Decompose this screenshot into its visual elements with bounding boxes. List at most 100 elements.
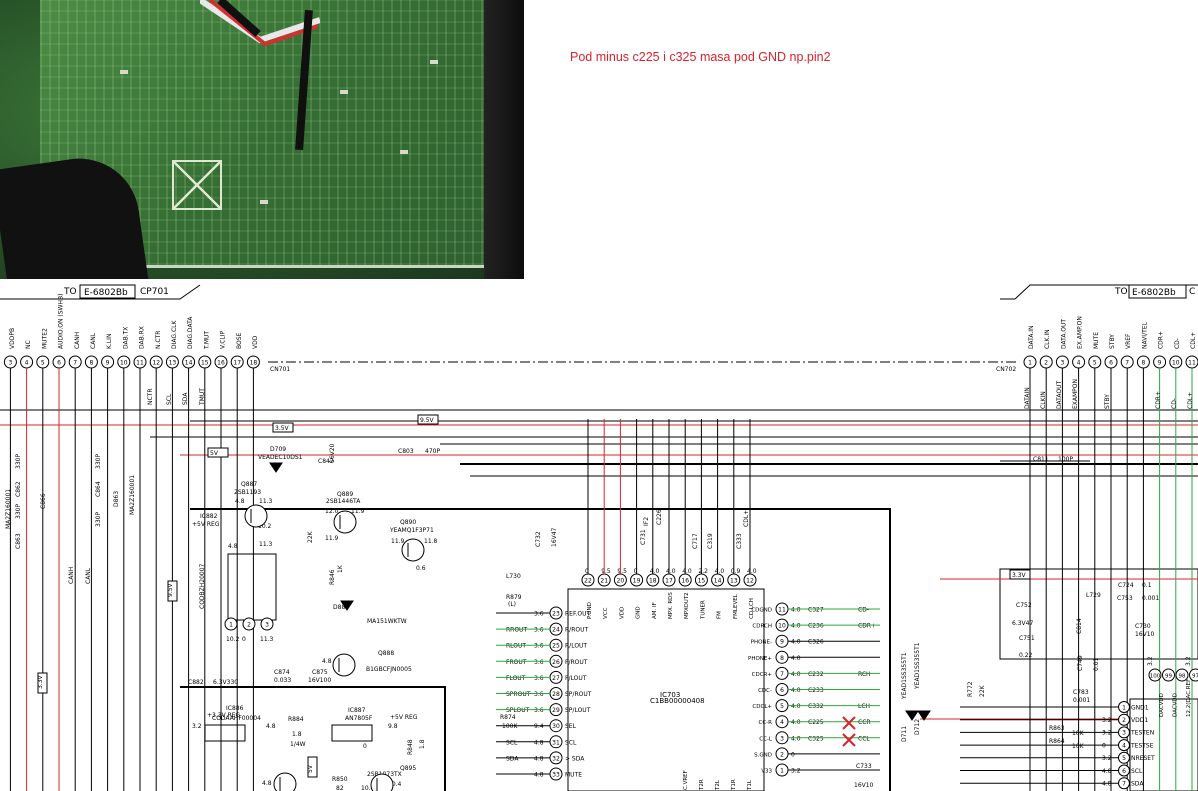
dac-pin-name: TESTSE [1130,742,1154,749]
ic-pin-name: MUTE [565,772,582,779]
part-label: IC703 [660,691,680,699]
dac-pin-voltage: 4.8 [1102,768,1112,775]
ic-bottom-label: T2L [715,779,721,791]
transistor-symbol [370,773,394,791]
part-label: B1GBCFJN0005 [366,666,412,673]
part-label: 11.9 [351,508,365,515]
pcb-photo [0,0,524,279]
part-label: D711 [901,726,908,742]
ic-pin-signal: CD- [858,607,869,614]
part-label: C753 [1117,595,1133,602]
part-label: 16V100 [308,677,331,684]
ic-pin-voltage: 4.0 [791,623,801,630]
ic-pin-voltage: 4.0 [791,703,801,710]
ic-pin-number: 8 [780,655,784,662]
dac-pin [1118,764,1130,777]
ic-pin-name: FMLEVEL [733,593,739,619]
dac-pin-number: 5 [1122,755,1126,762]
part-label: 16V10 [854,782,874,789]
wire-bundle [200,0,320,47]
part-label: 22K [979,684,986,697]
left-side-part: 330P [95,512,102,527]
connector-pin-label: NAVI/TEL [1141,321,1148,349]
connector-pin-label: AUDIO.ON (SWHB) [58,294,65,349]
part-label: Q895 [400,765,416,772]
ic-bottom-label: T1R [731,779,737,791]
part-label: C732 [535,531,542,547]
smd-part [260,200,268,204]
part-label: IF2 [643,517,650,526]
ic-pin-voltage: 9.4 [534,723,544,730]
ic-pin-number: 31 [552,739,560,746]
ic-pin-cap: C325 [808,735,824,742]
ic-pin-cap: C232 [808,671,824,678]
part-label: R850 [332,776,348,783]
connector-pin-number: 7 [73,360,77,367]
ic-pin-name: CC-L [759,736,773,742]
ic-pin-number: 4 [780,719,784,726]
ic-pin-name: FM [717,611,723,619]
ic-pin-voltage: 4.0 [791,639,801,646]
ic-pin-name: F/LOUT [565,675,587,682]
part-label: R884 [288,716,304,723]
part-label: 11.9 [325,535,339,542]
part-label: 6.3V330 [213,679,238,686]
ic-pin-number: 10 [778,623,786,630]
left-side-part: 330P [15,454,22,469]
part-label: IC886 [226,705,244,712]
part-label: R846 [329,569,336,585]
connector-pin-label: VREF [1125,333,1132,349]
part-label: 16V47 [551,527,558,547]
connector-pin-number: 7 [1125,360,1129,367]
rail-label: 5V [307,764,314,773]
ic-pin-voltage: 4.0 [682,568,692,575]
connector-pin-label: DIAG.CLK [171,320,178,349]
connector-pin-number: 9 [1158,360,1162,367]
part-label: D709 [270,446,286,453]
ic-pin-number: 22 [584,578,592,585]
diode-symbol [340,600,354,611]
wire-label: NCTR [147,388,154,405]
part-label: 10K [1072,730,1085,737]
red-cross-mark [842,733,856,747]
left-side-part: C864 [95,481,102,497]
connector-pin-label: DATA.IN [1028,325,1035,349]
part-label: Q888 [378,650,394,657]
dac-pin-number: 7 [1122,781,1126,788]
part-label: C733 [856,763,872,770]
ic-pin [224,617,238,631]
connector-pin-number: 9 [106,360,110,367]
dac-pin [1118,726,1130,739]
wire-label: DATAOUT [1056,381,1063,409]
part-label: 11.3 [260,636,274,643]
left-side-part: C862 [15,481,22,497]
dac-pin-name: NRESET [1131,755,1155,762]
ic-pin-number: 28 [552,691,560,698]
part-label: +3.3V REG [207,712,241,719]
ic-pin-name: CD LCH [749,598,755,619]
ic-bottom-label: T2R [699,779,705,791]
part-label: R848 [407,739,414,755]
part-label: C803 [398,448,414,455]
part-label: R874 [500,714,516,721]
dac-pin [1148,668,1162,682]
ic-pin-name: REF.OUT [565,611,590,618]
dac-pin [1118,713,1130,726]
dac-pin [1118,751,1130,764]
connector-pin-number: 10 [1172,360,1180,367]
ic-pin-signal: RLOUT [506,643,526,650]
connector-pin-label: CANH [74,332,81,349]
part-label: YEAMQ1F3P71 [389,527,434,534]
part-label: (L) [508,601,516,608]
connector-ref: E-6802Bb [84,288,128,298]
connector-pin-label: NC [25,340,32,349]
part-label: 12.0 [325,508,339,515]
part-label: CODBZH20007 [199,563,206,609]
wire-label: SCL [166,393,173,405]
part-label: 0 [363,743,367,750]
left-side-part: 330P [15,504,22,519]
ic-pin-voltage: 4.8 [534,739,544,746]
part-label: 11.9 [391,538,405,545]
ic-pin [242,617,256,631]
connector-pin-label: VDDPB [9,328,16,349]
